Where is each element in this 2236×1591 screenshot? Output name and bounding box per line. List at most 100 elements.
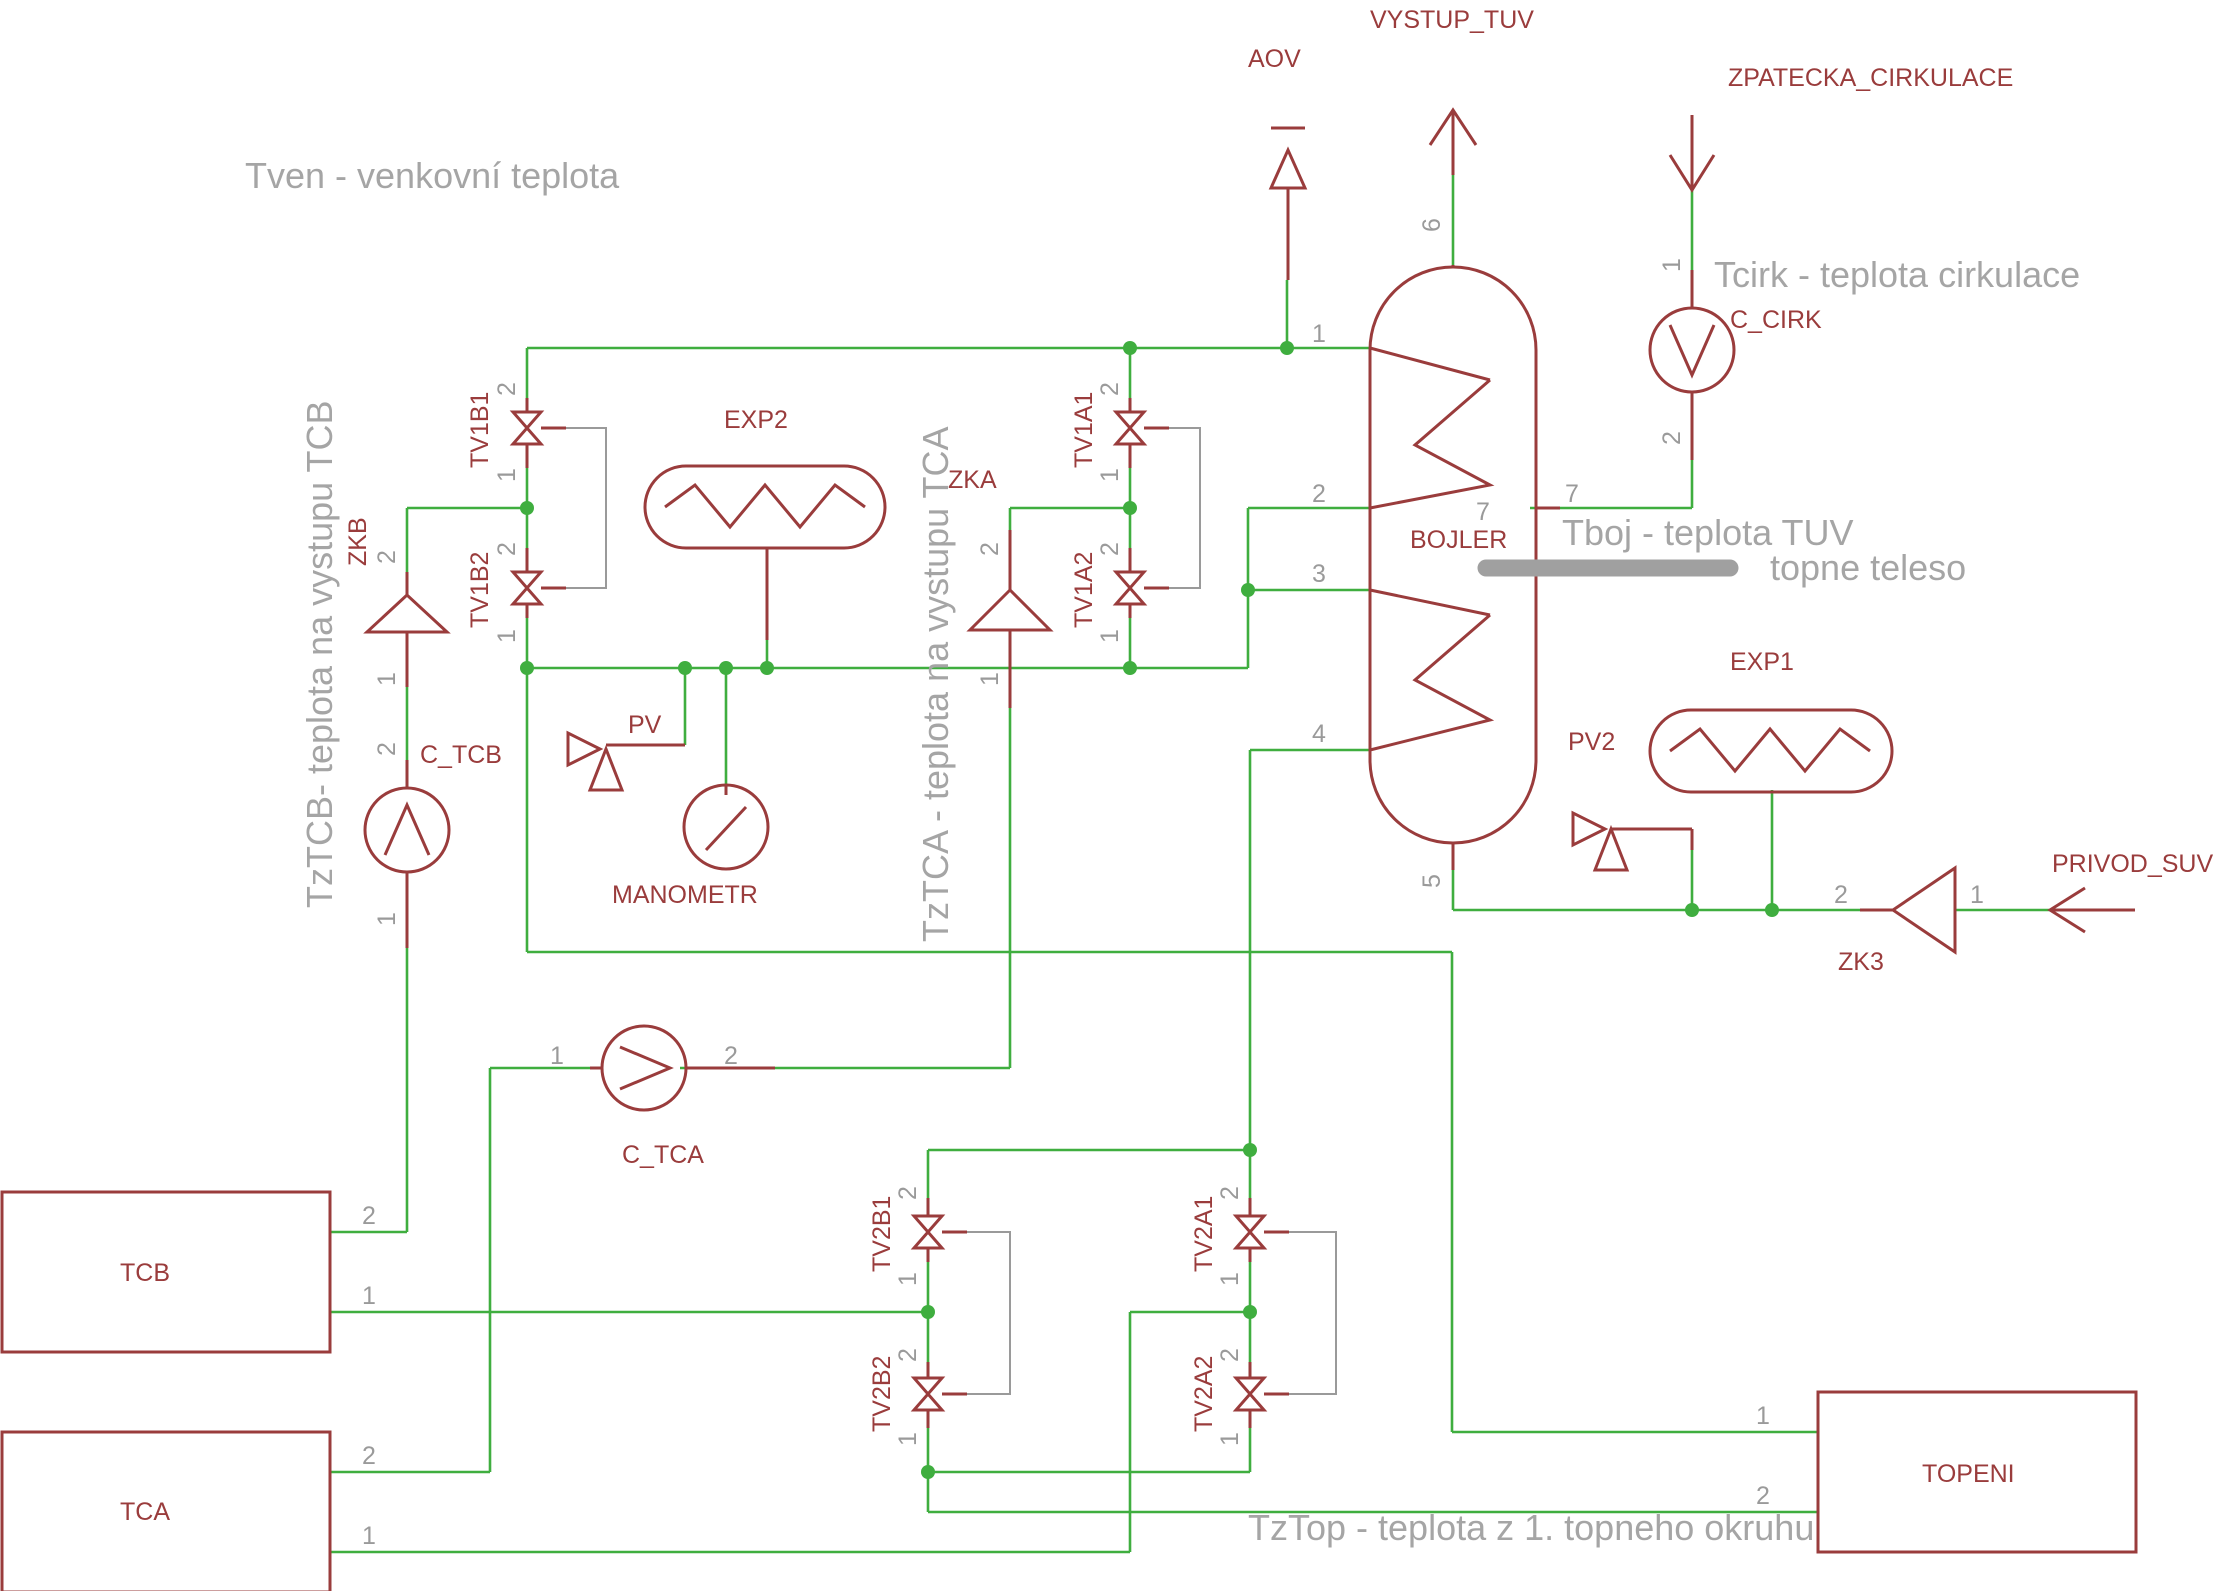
pin-number: 2 (493, 382, 521, 396)
label-tca: TCA (120, 1498, 170, 1526)
topeni-block (1816, 1390, 2138, 1554)
pin-number: 2 (493, 542, 521, 556)
pin-number: 1 (1312, 320, 1326, 348)
ports (1268, 107, 2135, 934)
label-privod-suv: PRIVOD_SUV (2052, 850, 2213, 878)
pin-number: 7 (1476, 498, 1490, 526)
label-zkb: ZKB (344, 517, 372, 566)
note-tztca: TzTCA - teplota na vystupu TCA (915, 426, 956, 942)
pin-number: 2 (373, 550, 401, 564)
pin-number: 1 (493, 468, 521, 482)
note-tztop: TzTop - teplota z 1. topneho okruhu (1248, 1507, 1814, 1548)
pin-number: 1 (373, 912, 401, 926)
aov-vent-icon (1268, 126, 1308, 280)
label-tv2a2: TV2A2 (1190, 1356, 1218, 1432)
pin-number: 1 (1216, 1272, 1244, 1286)
exp1-vessel-icon (1648, 708, 1894, 794)
note-tztcb: TzTCB- teplota na vystupu TCB (299, 400, 340, 908)
pin-number: 2 (362, 1442, 376, 1470)
label-zpatecka-cirkulace: ZPATECKA_CIRKULACE (1728, 64, 2013, 92)
label-vystup-tuv: VYSTUP_TUV (1370, 6, 1534, 34)
blocks (0, 1190, 2138, 1591)
label-bojler: BOJLER (1410, 526, 1507, 554)
label-aov: AOV (1248, 45, 1301, 73)
c-tcb-pump-icon (363, 760, 451, 948)
valve-tv2a1 (1232, 1198, 1289, 1262)
notes: Tven - venkovní teplota Tcirk - teplota … (245, 155, 2080, 1548)
valve-tv1b2 (509, 548, 566, 618)
junction-dots (520, 341, 1779, 1479)
safety-valves (566, 730, 1694, 872)
pin-number: 1 (1216, 1432, 1244, 1446)
pin-number: 2 (724, 1042, 738, 1070)
zka-check-valve (966, 587, 1054, 632)
expansion-vessels (643, 464, 1894, 794)
pin-number: 6 (1418, 218, 1446, 232)
wires (330, 175, 2050, 1554)
pin-number: 2 (1312, 480, 1326, 508)
pin-number: 1 (976, 672, 1004, 686)
label-tv2b1: TV2B1 (868, 1196, 896, 1272)
label-c-tcb: C_TCB (420, 741, 502, 769)
pin-number: 7 (1565, 480, 1579, 508)
valve-tv2b1 (910, 1198, 967, 1262)
label-tv1b1: TV1B1 (466, 392, 494, 468)
pin-number: 2 (894, 1186, 922, 1200)
label-c-tca: C_TCA (622, 1141, 704, 1169)
label-zka: ZKA (948, 466, 997, 494)
vystup-tuv-arrow-icon (1428, 107, 1478, 175)
label-tv1a1: TV1A1 (1070, 392, 1098, 468)
note-tboj: Tboj - teplota TUV (1562, 512, 1853, 553)
tca-block (0, 1430, 332, 1591)
pin-number: 2 (1216, 1186, 1244, 1200)
valve-tv1b1 (509, 398, 566, 468)
label-exp1: EXP1 (1730, 648, 1794, 676)
manometer-gauge-icon (682, 783, 770, 871)
pin-number: 1 (1756, 1402, 1770, 1430)
pin-number: 1 (894, 1432, 922, 1446)
note-tven: Tven - venkovní teplota (245, 155, 620, 196)
pin-number: 2 (362, 1202, 376, 1230)
label-tcb: TCB (120, 1259, 170, 1287)
label-topeni: TOPENI (1922, 1460, 2015, 1488)
label-tv1a2: TV1A2 (1070, 552, 1098, 628)
pin-number: 2 (976, 542, 1004, 556)
zkb-check-valve (363, 592, 451, 634)
component-labels: AOV VYSTUP_TUV ZPATECKA_CIRKULACE PRIVOD… (120, 6, 2213, 1526)
pv-safety-valve-icon (566, 730, 685, 792)
check-valves (363, 530, 1957, 955)
pin-number: 1 (1096, 629, 1124, 643)
exp2-vessel-icon (643, 464, 887, 640)
label-zk3: ZK3 (1838, 948, 1884, 976)
label-tv1b2: TV1B2 (466, 552, 494, 628)
pin-number: 2 (373, 742, 401, 756)
privod-suv-arrow-icon (2047, 886, 2135, 934)
valves (509, 398, 1337, 1428)
pin-number: 1 (373, 672, 401, 686)
label-pv2: PV2 (1568, 728, 1615, 756)
pin-number: 1 (894, 1272, 922, 1286)
zk3-check-valve (1890, 865, 1957, 955)
pin-number: 2 (1096, 542, 1124, 556)
label-manometr: MANOMETR (612, 881, 758, 909)
pin-number: 1 (1970, 881, 1984, 909)
pv2-safety-valve-icon (1571, 810, 1694, 872)
valve-tv1a1 (1112, 398, 1169, 468)
pin-number: 2 (1096, 382, 1124, 396)
pin-number: 5 (1418, 874, 1446, 888)
pin-number: 3 (1312, 560, 1326, 588)
zpatecka-cirkulace-arrow-icon (1668, 115, 1716, 193)
tcb-block (0, 1190, 332, 1354)
label-c-cirk: C_CIRK (1730, 306, 1822, 334)
label-pv: PV (628, 711, 662, 739)
pumps (363, 270, 1736, 1112)
valve-tv1a2 (1112, 548, 1169, 618)
boiler (1368, 265, 1739, 870)
pin-number: 2 (894, 1348, 922, 1362)
pin-number: 1 (1096, 468, 1124, 482)
pin-number: 1 (550, 1042, 564, 1070)
pin-number: 2 (1756, 1482, 1770, 1510)
pin-number: 1 (362, 1522, 376, 1550)
c-cirk-pump-icon (1648, 270, 1736, 460)
